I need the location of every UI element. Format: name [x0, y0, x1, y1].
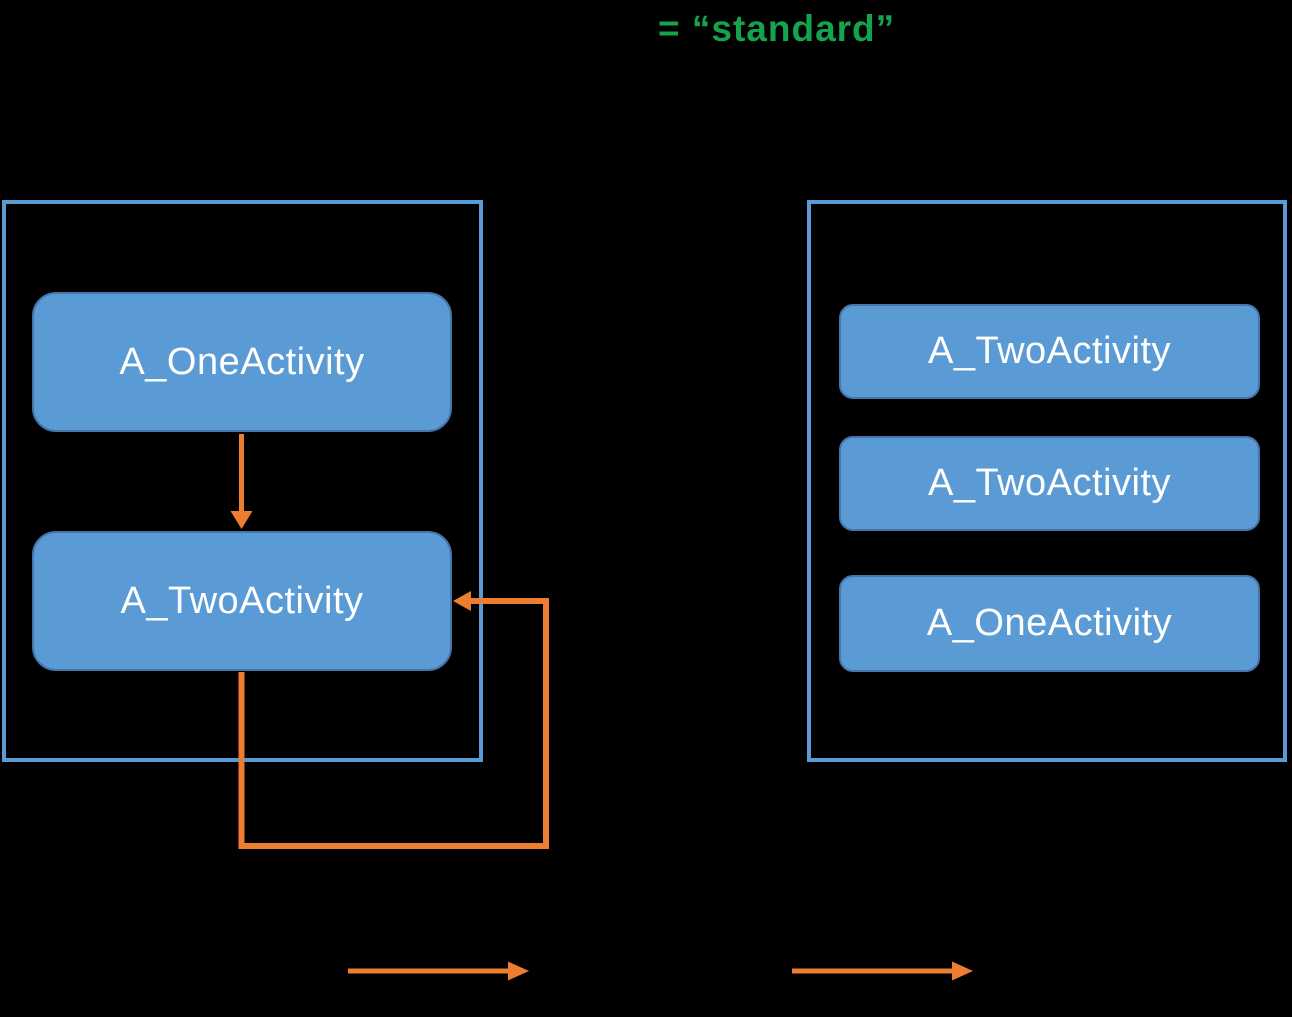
task-stack-panel-before — [2, 200, 483, 762]
task-stack-panel-after — [807, 200, 1287, 762]
activity-label: A_TwoActivity — [927, 462, 1172, 504]
activity-label: A_OneActivity — [119, 340, 365, 383]
activity-box-a-one-left: A_OneActivity — [32, 292, 452, 432]
activity-label: A_TwoActivity — [120, 579, 364, 622]
activity-label: A_OneActivity — [926, 602, 1173, 644]
activity-box-a-two-top: A_TwoActivity — [839, 304, 1260, 399]
activity-box-a-two-middle: A_TwoActivity — [839, 436, 1260, 531]
activity-box-a-one-bottom: A_OneActivity — [839, 575, 1260, 672]
legend-arrow-left-icon — [348, 961, 529, 981]
launch-mode-title: = “standard” — [658, 8, 896, 49]
legend-arrow-right-icon — [792, 961, 973, 981]
activity-label: A_TwoActivity — [927, 330, 1172, 372]
activity-box-a-two-left: A_TwoActivity — [32, 531, 452, 671]
